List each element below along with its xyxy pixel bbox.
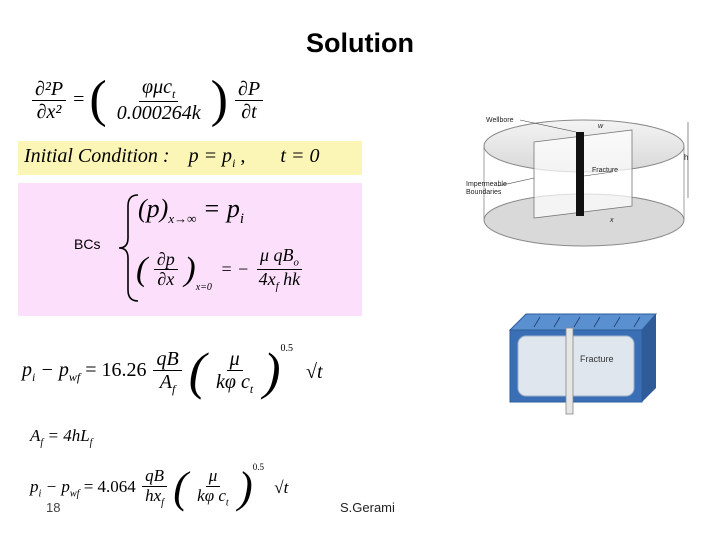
bc2-rhs-num-sub: o (293, 256, 299, 269)
eq3-lhs-sub2: wf (69, 488, 80, 500)
eq2-lhs: A (30, 426, 41, 445)
slide-title-text: Solution (306, 28, 414, 58)
x-label: x (609, 217, 614, 224)
eq3-f2-denominator: kφ c (197, 486, 226, 506)
bc1-lhs: (p) (138, 194, 169, 223)
bc1-sub: x→∞ (168, 211, 197, 227)
initial-condition-time: t = 0 (280, 145, 320, 167)
fracture-geometry-figure: Wellbore Fracture Impermeable Boundaries… (466, 117, 688, 247)
block-interior (517, 335, 635, 397)
block-fracture-label: Fracture (580, 354, 614, 364)
lhs-denominator: ∂x² (36, 100, 62, 123)
eq3-coefficient: = 4.064 (79, 476, 136, 496)
bc2-denominator: ∂x (157, 269, 175, 290)
bc2-sub: x=0 (195, 282, 212, 294)
boundary-conditions-band (18, 183, 362, 316)
bc2: ( ∂p ∂x )x=0 = − μ qBo 4xf hk (136, 245, 302, 294)
rhs-fraction: ∂P ∂t (234, 78, 264, 123)
bc2-rhs-den-sub: f (275, 281, 279, 294)
block-side (642, 314, 656, 402)
slide-number: 18 (46, 500, 61, 515)
rhs-denominator: ∂t (241, 100, 257, 123)
lhs-fraction: ∂²P ∂x² (32, 78, 67, 123)
boundaries-label-2: Boundaries (466, 189, 502, 196)
eq1-coefficient: = 16.26 (80, 359, 147, 382)
eq3-lhs-sub1: i (38, 488, 42, 500)
rhs-numerator: ∂P (234, 78, 264, 101)
initial-condition-sub: i (232, 156, 236, 170)
wellbore-label: Wellbore (486, 117, 514, 124)
coef-denominator: 0.000264k (116, 102, 201, 125)
eq1-f1-den-sub: f (172, 382, 176, 397)
diffusivity-equation: ∂²P ∂x² = ( φμct 0.000264k ) ∂P ∂t (30, 74, 265, 126)
eq3-f2-numerator: μ (205, 467, 221, 488)
bc2-numerator: ∂p (153, 249, 178, 271)
bc2-rhs-denominator: 4x (258, 269, 276, 290)
initial-condition: Initial Condition : p = pi , t = 0 (24, 145, 319, 171)
initial-condition-label: Initial Condition : (24, 145, 170, 167)
eq3-f2-den-sub: t (225, 497, 229, 509)
slide-title: Solution (0, 28, 720, 59)
lhs-numerator: ∂²P (32, 78, 67, 101)
w-label: w (598, 123, 604, 130)
eq1-lhs: p (22, 359, 32, 382)
bc2-rhs-numerator: μ qB (259, 245, 294, 265)
eq1-exponent: 0.5 (280, 343, 294, 354)
coefficient-fraction: φμct 0.000264k (114, 76, 204, 124)
bcs-brace (118, 194, 139, 302)
linear-flow-equation: pi − pwf = 16.26 qB Af ( μ kφ ct )0.5 √t (22, 343, 323, 401)
bc2-rhs-denominator-2: hk (278, 269, 301, 290)
coef-numerator: φμc (142, 75, 172, 98)
eq1-lhs-sub2: wf (68, 370, 81, 385)
bc1: (p)x→∞ = pi (138, 194, 244, 228)
wellbore-shape (576, 132, 584, 216)
eq2-rhs: = 4hL (43, 426, 90, 445)
eq3-f1-den-sub: f (161, 497, 164, 509)
eq3-lhs: p (30, 476, 39, 496)
eq3-minus: − p (41, 476, 70, 496)
initial-condition-expr: p = p (188, 145, 233, 167)
eq3-f1-numerator: qB (142, 467, 167, 488)
wellbore-pipe (565, 327, 574, 415)
coef-numerator-sub: t (171, 86, 176, 101)
fracture-label: Fracture (592, 167, 618, 174)
block-top (508, 313, 658, 331)
initial-condition-comma: , (240, 145, 246, 167)
fracture-area-equation: Af = 4hLf (30, 426, 93, 448)
linear-flow-equation-2: pi − pwf = 4.064 qB hxf ( μ kφ ct )0.5 √… (30, 462, 289, 512)
eq1-f1-denominator: A (159, 371, 173, 394)
eq1-f2-denominator: kφ c (216, 371, 250, 394)
eq1-f1-numerator: qB (153, 348, 182, 372)
eq3-exponent: 0.5 (252, 462, 264, 472)
bc2-equals: = − (220, 259, 250, 280)
eq3-f1-denominator: hx (145, 486, 162, 506)
bc1-rhs-sub: i (239, 211, 245, 228)
eq1-minus: − p (35, 359, 69, 382)
eq2-lhs-sub: f (40, 437, 44, 449)
bcs-label: BCs (74, 236, 101, 252)
eq1-f2-numerator: μ (226, 348, 243, 372)
boundaries-label-1: Impermeable (466, 181, 507, 188)
eq3-sqrt: √t (274, 478, 289, 498)
eq1-lhs-sub1: i (32, 370, 36, 385)
author: S.Gerami (340, 500, 395, 515)
eq1-f2-den-sub: t (249, 382, 254, 397)
eq2-rhs-sub: f (89, 437, 93, 449)
eq1-sqrt: √t (306, 360, 323, 383)
h-label: h (684, 153, 688, 162)
fracture-block-figure: Fracture (508, 313, 658, 415)
bc1-rhs: = p (202, 194, 240, 223)
initial-condition-band (18, 141, 362, 175)
